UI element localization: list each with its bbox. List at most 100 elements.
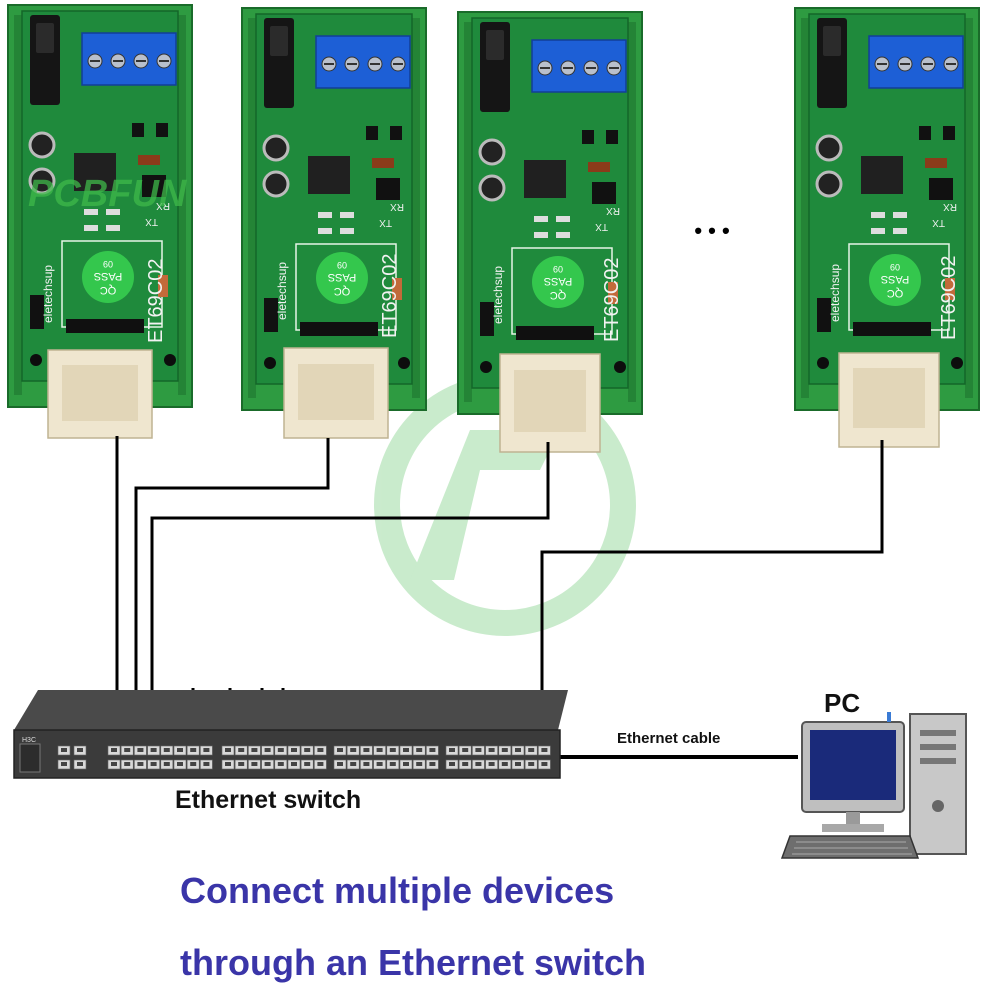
switch-port [412, 745, 426, 756]
switch-port [485, 759, 499, 770]
qc-line1: QC [100, 284, 117, 296]
switch-port [313, 759, 327, 770]
switch-port [73, 759, 87, 770]
cable-label: Ethernet cable [617, 730, 721, 747]
model-label: ET69C02 [601, 258, 623, 343]
silk-tx: TX [145, 216, 158, 227]
qc-line1: QC [334, 285, 351, 297]
switch-port [386, 745, 400, 756]
switch-label: Ethernet switch [175, 786, 362, 814]
switch-port [333, 745, 347, 756]
switch-port [107, 759, 121, 770]
switch-port [261, 745, 275, 756]
module-board: QC PASS 09 ET69C02 eletechsup TX RX [793, 6, 981, 448]
switch-port [412, 759, 426, 770]
switch-port [247, 759, 261, 770]
switch-port [537, 759, 551, 770]
switch-port [199, 745, 213, 756]
qc-line3: 09 [553, 264, 563, 274]
switch-port [147, 759, 161, 770]
ellipsis: • • • [694, 218, 729, 243]
switch-port [537, 745, 551, 756]
switch-port [399, 759, 413, 770]
ethernet-switch [13, 690, 568, 779]
pc-label: PC [824, 688, 861, 718]
qc-line2: PASS [328, 271, 357, 283]
network-cables [115, 436, 884, 759]
silk-tx: TX [379, 217, 392, 228]
silk-rx: RX [943, 201, 957, 212]
cable-module-4 [540, 440, 884, 748]
switch-port [274, 759, 288, 770]
switch-port [425, 759, 439, 770]
switch-port [359, 745, 373, 756]
cable-module-3 [150, 442, 550, 748]
switch-port [234, 745, 248, 756]
switch-port [498, 745, 512, 756]
switch-port [120, 759, 134, 770]
qc-line1: QC [550, 289, 567, 301]
silk-tx: TX [932, 217, 945, 228]
qc-pass-sticker [316, 252, 368, 304]
switch-port [221, 759, 235, 770]
switch-port [313, 745, 327, 756]
qc-line2: PASS [94, 270, 123, 282]
switch-port [107, 745, 121, 756]
switch-port [133, 759, 147, 770]
switch-port [234, 759, 248, 770]
switch-port [386, 759, 400, 770]
model-label: ET69C02 [938, 256, 960, 341]
switch-port [300, 759, 314, 770]
switch-port [373, 759, 387, 770]
silk-rx: RX [390, 201, 404, 212]
switch-port [221, 745, 235, 756]
brand-label: eletechsup [275, 262, 289, 320]
model-label: ET69C02 [145, 259, 167, 344]
console-port [19, 743, 41, 773]
switch-port [399, 745, 413, 756]
switch-port [471, 759, 485, 770]
switch-port [458, 745, 472, 756]
switch-port [287, 745, 301, 756]
switch-port [425, 745, 439, 756]
switch-port [346, 745, 360, 756]
switch-port [199, 759, 213, 770]
switch-port [458, 759, 472, 770]
switch-port [471, 745, 485, 756]
switch-port [359, 759, 373, 770]
switch-port [57, 745, 71, 756]
brand-label: eletechsup [41, 265, 55, 323]
model-label: ET69C02 [379, 254, 401, 339]
qc-pass-sticker [82, 251, 134, 303]
qc-line3: 09 [103, 259, 113, 269]
cable-module-2 [134, 438, 330, 748]
silk-tx: TX [595, 221, 608, 232]
switch-port [173, 745, 187, 756]
brand-label: eletechsup [491, 266, 505, 324]
switch-port [247, 745, 261, 756]
module-board: QC PASS 09 ET69C02 eletechsup TX RX [240, 6, 428, 439]
qc-line1: QC [887, 287, 904, 299]
switch-port [186, 759, 200, 770]
module-board: QC PASS 09 ET69C02 eletechsup TX RX [6, 3, 194, 439]
switch-port [160, 759, 174, 770]
switch-port [57, 759, 71, 770]
switch-port [287, 759, 301, 770]
switch-port [445, 759, 459, 770]
switch-port [173, 759, 187, 770]
switch-port [511, 745, 525, 756]
qc-line2: PASS [881, 273, 910, 285]
pc-icon [780, 712, 967, 859]
switch-port [524, 759, 538, 770]
switch-brand: H3C [22, 737, 36, 744]
caption-line-2: through an Ethernet switch [180, 942, 647, 983]
switch-port [120, 745, 134, 756]
switch-port [73, 745, 87, 756]
caption-line-1: Connect multiple devices [180, 870, 615, 911]
module-board: QC PASS 09 ET69C02 eletechsup TX RX [456, 10, 644, 453]
switch-port [186, 745, 200, 756]
switch-port [147, 745, 161, 756]
switch-port [333, 759, 347, 770]
switch-port [485, 745, 499, 756]
